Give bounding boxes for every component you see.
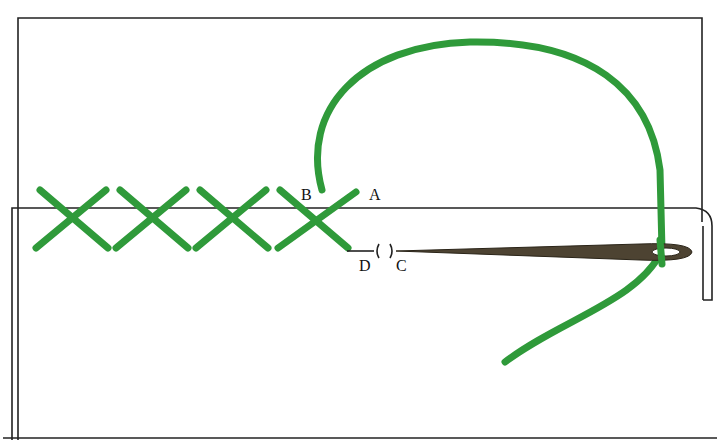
tick-mark	[390, 244, 392, 258]
point-label: B	[300, 187, 313, 203]
fabric-outline	[3, 18, 717, 440]
stitch	[196, 190, 266, 248]
stitch-marks	[347, 244, 392, 258]
point-label: A	[368, 187, 382, 203]
stitch	[278, 192, 356, 248]
point-label: D	[358, 258, 372, 274]
fabric-bottom	[3, 437, 717, 439]
tick-mark	[347, 250, 374, 252]
hem-fold	[702, 226, 704, 300]
thread	[317, 42, 662, 362]
stitch	[116, 190, 186, 248]
upper-fabric	[18, 18, 702, 440]
needle	[396, 240, 692, 264]
point-label: C	[395, 258, 408, 274]
tick-mark	[377, 244, 379, 258]
stitch	[36, 190, 106, 248]
